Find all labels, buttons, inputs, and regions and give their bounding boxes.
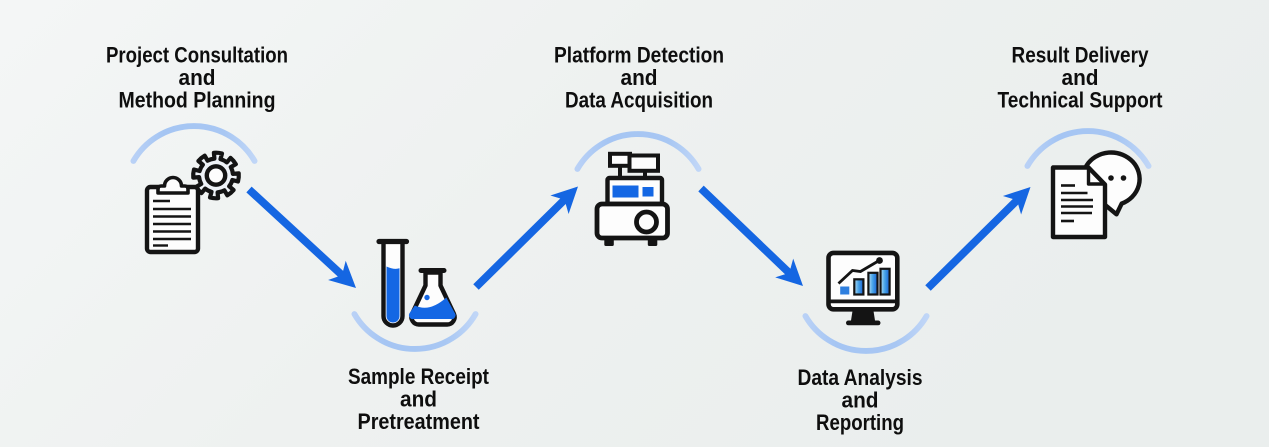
svg-text:Method Planning: Method Planning	[119, 88, 276, 113]
svg-text:Platform Detection: Platform Detection	[554, 43, 724, 68]
svg-text:Technical Support: Technical Support	[998, 88, 1163, 113]
svg-text:Reporting: Reporting	[816, 410, 904, 435]
svg-text:Data Analysis: Data Analysis	[798, 365, 923, 390]
svg-text:Pretreatment: Pretreatment	[358, 409, 480, 434]
svg-text:Sample Receipt: Sample Receipt	[348, 364, 489, 389]
svg-text:and: and	[1062, 65, 1099, 90]
svg-text:and: and	[621, 65, 658, 90]
svg-text:Data Acquisition: Data Acquisition	[565, 88, 713, 113]
svg-text:and: and	[842, 388, 879, 413]
svg-text:and: and	[400, 387, 437, 412]
svg-text:Result Delivery: Result Delivery	[1012, 43, 1149, 68]
svg-text:and: and	[179, 65, 216, 90]
svg-text:Project Consultation: Project Consultation	[106, 43, 288, 68]
